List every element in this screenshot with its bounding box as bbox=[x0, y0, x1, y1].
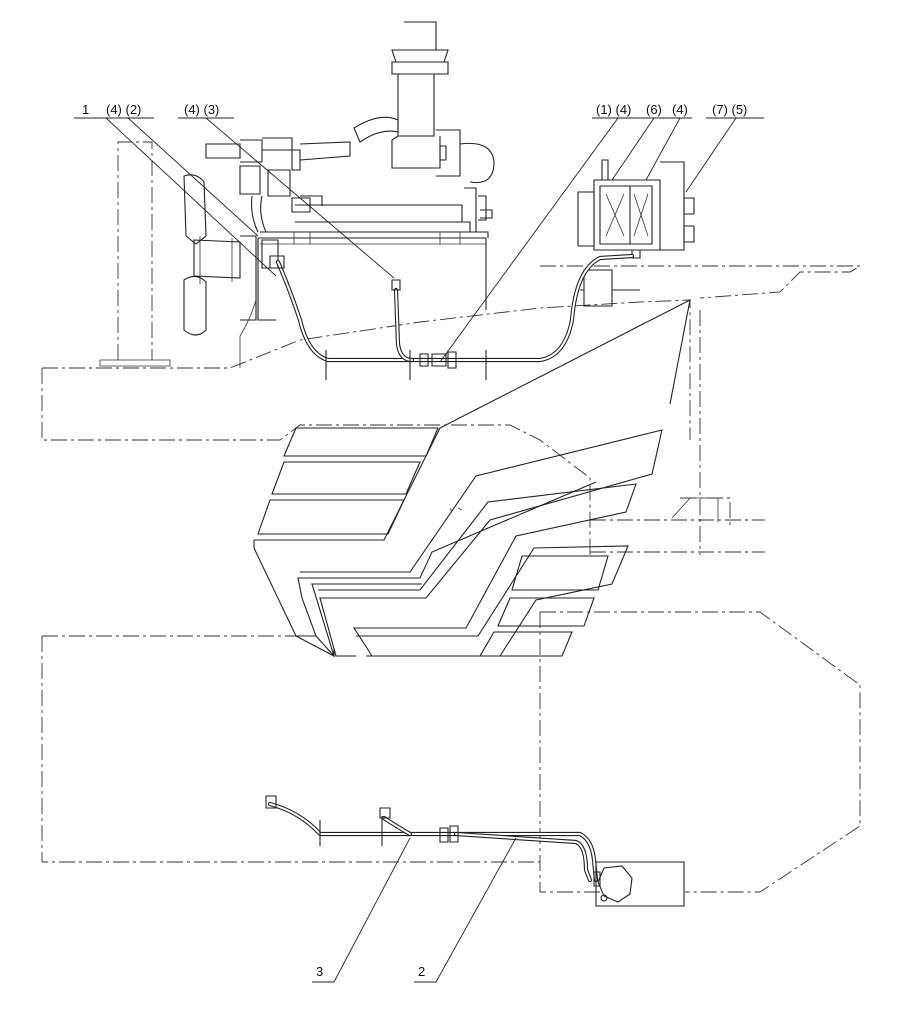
callout-7-5: (7) (5) bbox=[712, 102, 747, 117]
side-panel-outlines bbox=[253, 298, 691, 658]
callout-4-3: (4) (3) bbox=[184, 102, 219, 117]
radiator-fan-assembly bbox=[99, 141, 257, 368]
heater-unit bbox=[577, 159, 695, 307]
callout-6: (6) bbox=[646, 102, 662, 117]
callout-1-4: (1) (4) bbox=[596, 102, 631, 117]
engine-assembly bbox=[205, 21, 495, 321]
lower-heater-hoses bbox=[265, 795, 685, 907]
callout-4-2: (4) (2) bbox=[106, 102, 141, 117]
callout-2: 2 bbox=[418, 964, 425, 979]
callout-4: (4) bbox=[672, 102, 688, 117]
upper-heater-hoses bbox=[269, 253, 635, 380]
frame-outline bbox=[41, 265, 862, 893]
callout-3: 3 bbox=[316, 964, 323, 979]
callout-1: 1 bbox=[82, 102, 89, 117]
callout-leaders bbox=[74, 117, 764, 983]
callout-labels: 1 (4) (2) (4) (3) (1) (4) (6) (4) (7) (5… bbox=[82, 102, 747, 979]
